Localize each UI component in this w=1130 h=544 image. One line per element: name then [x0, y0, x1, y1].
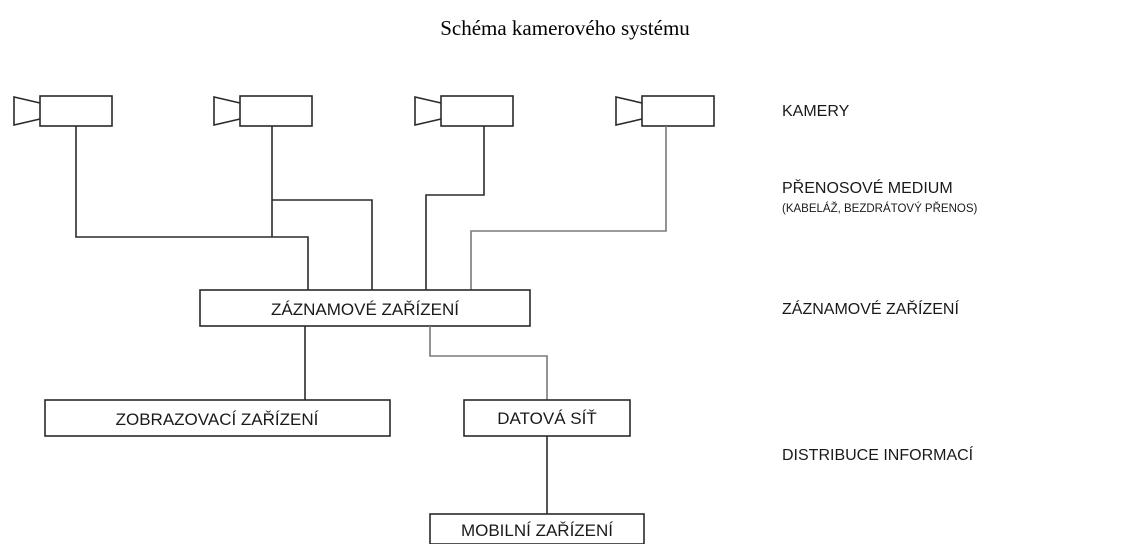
legend-recorder: ZÁZNAMOVÉ ZAŘÍZENÍ: [782, 299, 959, 318]
connection-line: [429, 326, 548, 400]
recorder-label: ZÁZNAMOVÉ ZAŘÍZENÍ: [271, 300, 459, 319]
camera-icon: [414, 95, 514, 127]
recorder-box: [199, 289, 531, 327]
legend-distribution: DISTRIBUCE INFORMACÍ: [782, 445, 974, 464]
display-label: ZOBRAZOVACÍ ZAŘÍZENÍ: [116, 410, 319, 429]
mobile-box: [429, 513, 645, 544]
connection-line: [470, 126, 667, 290]
legend-medium: PŘENOSOVÉ MEDIUM: [782, 178, 953, 197]
connection-line: [425, 126, 485, 290]
camera-icon: [213, 95, 313, 127]
camera-icon: [615, 95, 715, 127]
connection-line: [75, 126, 309, 290]
mobile-label: MOBILNÍ ZAŘÍZENÍ: [461, 521, 613, 540]
legend-cameras: KAMERY: [782, 103, 850, 120]
legend-medium-note: (KABELÁŽ, BEZDRÁTOVÝ PŘENOS): [782, 202, 978, 215]
network-label: DATOVÁ SÍŤ: [497, 409, 597, 428]
camera-icon: [13, 95, 113, 127]
display-box: [44, 399, 391, 437]
connection-line: [272, 199, 373, 290]
diagram-title: Schéma kamerového systému: [440, 16, 690, 40]
